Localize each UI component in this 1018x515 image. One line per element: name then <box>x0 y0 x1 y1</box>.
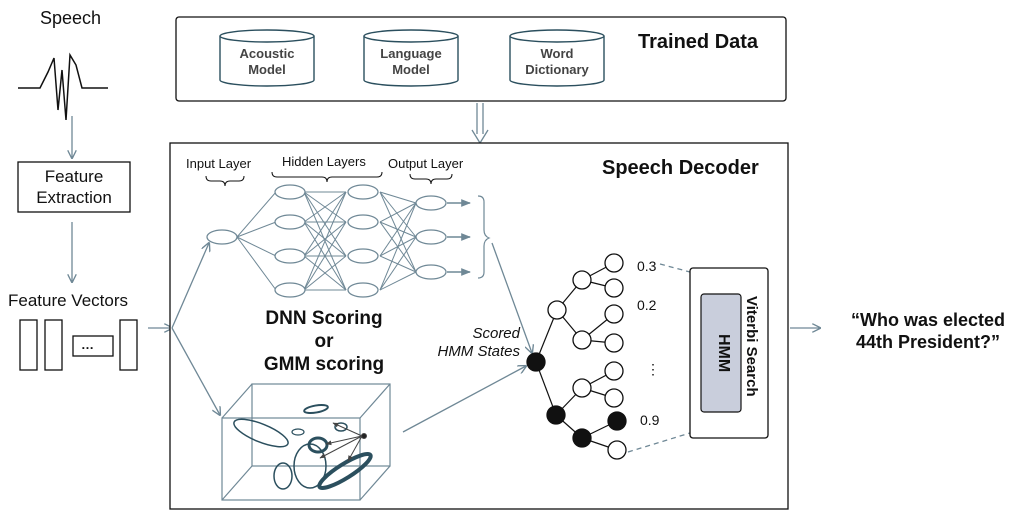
hidden-node <box>347 248 379 264</box>
tree-node-root <box>526 352 546 372</box>
input-layer-brace <box>205 175 245 187</box>
tree-node <box>547 300 567 320</box>
hidden-node <box>347 184 379 200</box>
gmm-ellipses <box>233 403 373 490</box>
viterbi-search-label: Viterbi Search <box>743 296 760 397</box>
dashed-bottom-connector <box>627 432 691 453</box>
output-arrows <box>447 199 471 276</box>
tree-node <box>546 405 566 425</box>
output-layer-brace <box>409 173 453 185</box>
arrow-to-nn <box>171 243 209 329</box>
score-second: 0.2 <box>637 297 657 313</box>
tree-node <box>572 330 592 350</box>
output-node <box>415 195 447 211</box>
language-model-label: Language Model <box>364 46 458 79</box>
tree-node <box>604 361 624 381</box>
hmm-label: HMM <box>715 334 732 373</box>
tree-node <box>572 378 592 398</box>
hidden-node <box>347 282 379 298</box>
tree-node <box>604 388 624 408</box>
feature-vectors-label: Feature Vectors <box>8 291 129 310</box>
hmm-box <box>700 293 742 413</box>
hidden-layers-label: Hidden Layers <box>282 154 366 169</box>
input-node <box>206 229 238 245</box>
hidden-node <box>274 282 306 298</box>
output-brace <box>477 195 491 279</box>
output-node <box>415 229 447 245</box>
tree-node <box>607 440 627 460</box>
acoustic-model-cylinder <box>219 29 315 87</box>
hidden-node <box>347 214 379 230</box>
output-node <box>415 264 447 280</box>
gmm-point-arrows <box>319 422 367 462</box>
hidden-layers-brace <box>271 171 383 183</box>
scoring-line3: GMM scoring <box>263 354 385 375</box>
language-line2: Model <box>392 62 430 78</box>
score-top: 0.3 <box>637 258 657 274</box>
scoring-label: DNN Scoring or GMM scoring <box>244 307 404 376</box>
scoring-line2: or <box>314 331 334 352</box>
language-line1: Language <box>380 46 442 61</box>
speech-waveform <box>18 52 108 121</box>
tree-node <box>604 253 624 273</box>
input-layer-label: Input Layer <box>186 156 252 171</box>
trained-data-box <box>175 16 787 102</box>
arrow-nn-to-tree <box>491 242 532 353</box>
output-utterance: “Who was elected 44th President?” <box>838 309 1018 353</box>
tree-node <box>604 278 624 298</box>
vector-box-dots <box>72 335 114 357</box>
speech-decoder-box <box>169 142 789 510</box>
hmm-tree-nodes <box>526 253 627 460</box>
word-dictionary-cylinder <box>509 29 605 87</box>
tree-node <box>607 411 627 431</box>
word-dictionary-label: Word Dictionary <box>510 46 604 79</box>
acoustic-line2: Model <box>248 62 286 78</box>
arrow-to-gmm <box>171 327 220 415</box>
hidden-node <box>274 214 306 230</box>
speech-decoder-title: Speech Decoder <box>602 157 759 179</box>
hidden-node <box>274 184 306 200</box>
tree-node <box>604 333 624 353</box>
feature-extraction-label: Feature Extraction <box>18 166 130 208</box>
word-line2: Dictionary <box>525 62 589 78</box>
feature-extraction-line1: Feature <box>44 167 104 186</box>
word-line1: Word <box>540 46 574 61</box>
scored-hmm-states-label: Scored HMM States <box>437 325 520 361</box>
nn-connections <box>236 191 417 291</box>
trained-data-title: Trained Data <box>638 31 759 53</box>
feature-extraction-line2: Extraction <box>36 188 112 207</box>
score-dots: ⋮ <box>646 361 660 377</box>
speech-label: Speech <box>40 8 102 28</box>
vector-dots: … <box>81 337 94 352</box>
hidden-node <box>274 248 306 264</box>
scoring-line1: DNN Scoring <box>265 308 383 329</box>
vector-box-2 <box>44 319 63 371</box>
acoustic-line1: Acoustic <box>239 46 295 61</box>
tree-node <box>572 428 592 448</box>
tree-node <box>604 304 624 324</box>
nn-nodes <box>206 184 447 298</box>
vector-box-3 <box>119 319 138 371</box>
acoustic-model-label: Acoustic Model <box>220 46 314 79</box>
gmm-cube <box>221 383 391 501</box>
arrow-trained-to-decoder <box>471 103 489 145</box>
output-line1: “Who was elected <box>850 310 1006 330</box>
tree-node <box>572 270 592 290</box>
output-line2: 44th President?” <box>855 332 1001 352</box>
arrow-gmm-to-tree <box>402 366 526 433</box>
feature-extraction-box <box>17 161 131 213</box>
scored-line1: Scored <box>472 325 520 342</box>
output-layer-label: Output Layer <box>388 156 464 171</box>
language-model-cylinder <box>363 29 459 87</box>
score-bottom: 0.9 <box>640 412 660 428</box>
vector-box-1 <box>19 319 38 371</box>
scored-line2: HMM States <box>437 343 520 360</box>
